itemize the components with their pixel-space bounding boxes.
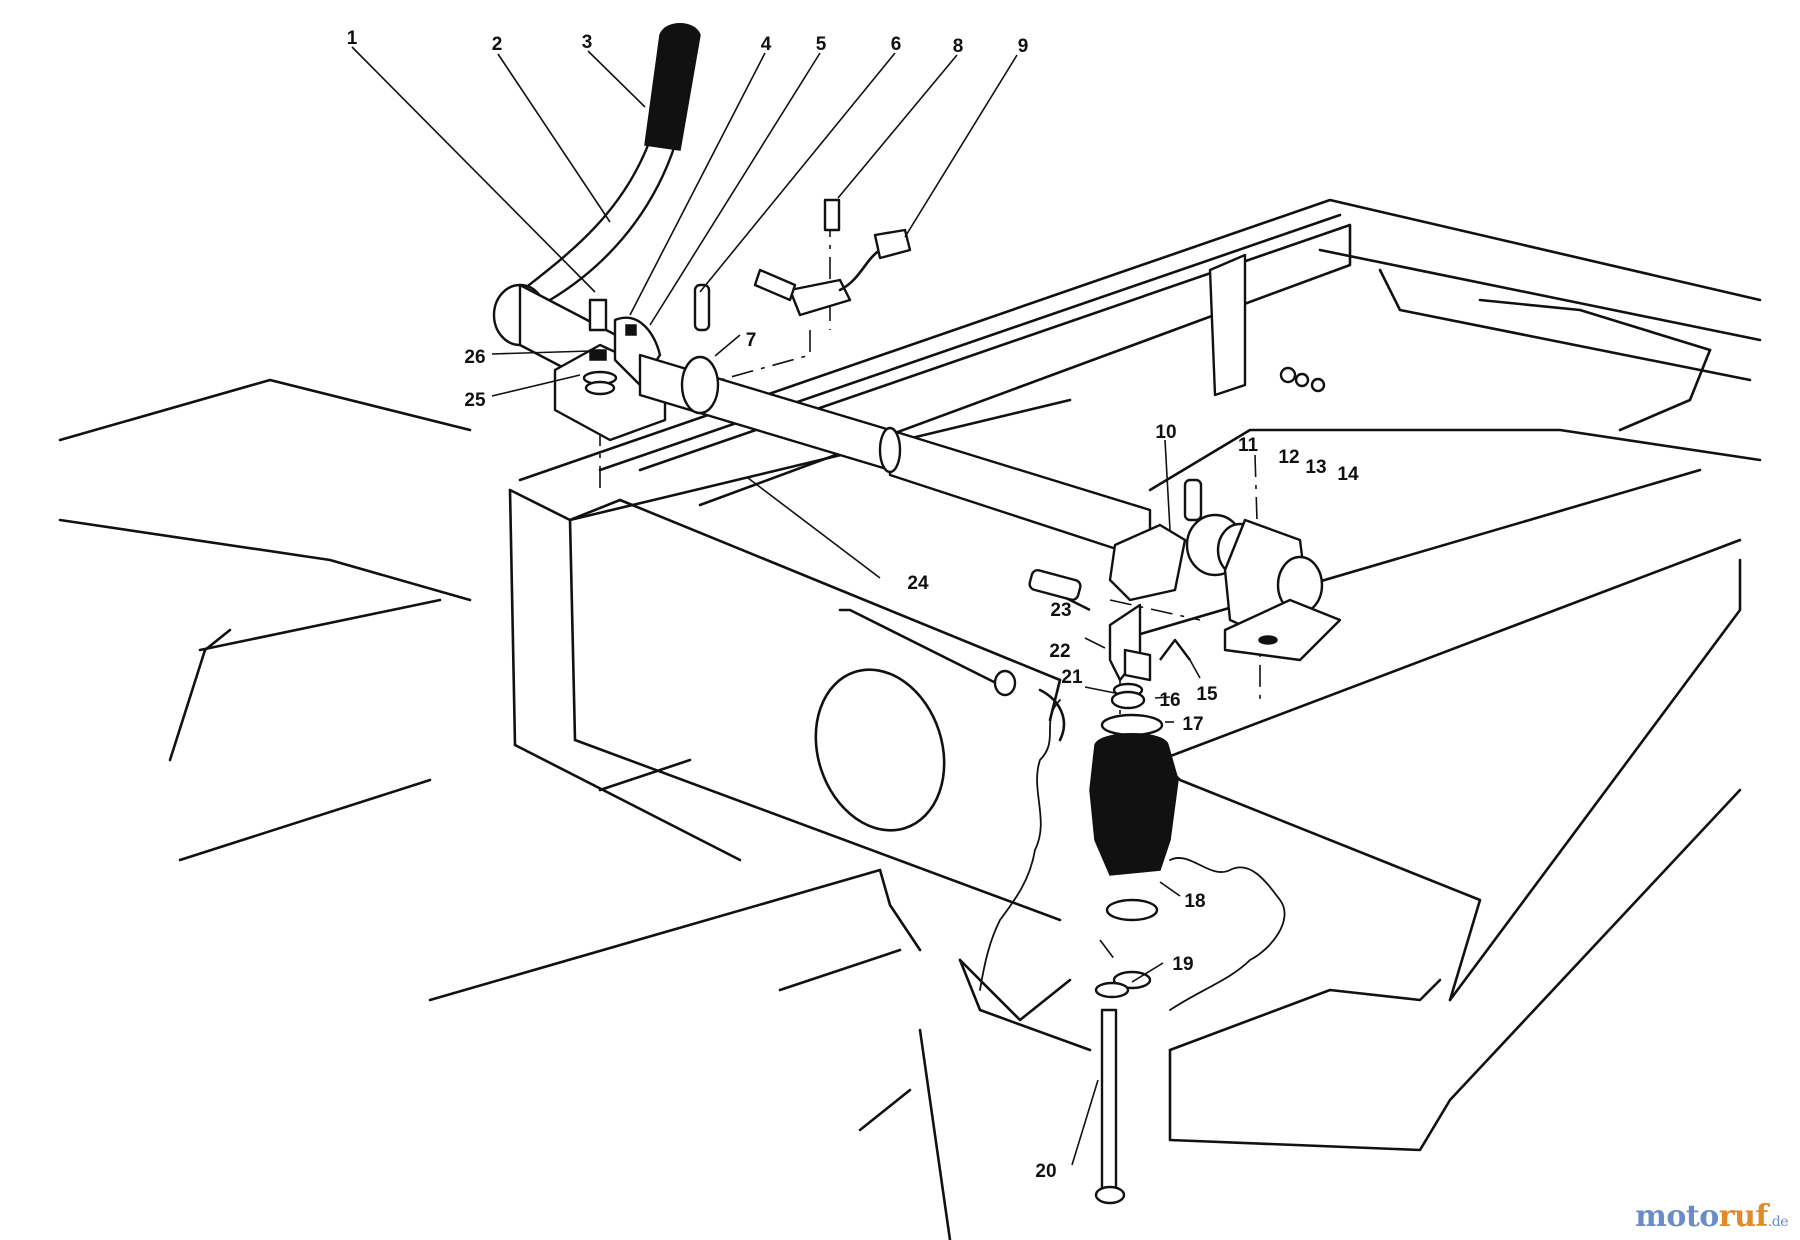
callout-18: 18 [1184, 891, 1205, 912]
callout-8: 8 [953, 36, 964, 57]
callout-26: 26 [464, 347, 485, 368]
callout-10: 10 [1155, 422, 1176, 443]
callout-22: 22 [1049, 641, 1070, 662]
rear-bracket [1208, 253, 1326, 397]
callout-19: 19 [1172, 954, 1193, 975]
motoruf-watermark: motoruf.de [1635, 1199, 1788, 1234]
callout-4: 4 [761, 34, 772, 55]
leader-lines [351, 46, 1201, 1166]
callout-1: 1 [347, 28, 358, 49]
callout-16: 16 [1159, 690, 1180, 711]
switch-assembly [753, 198, 912, 317]
rear-pivot [1108, 478, 1342, 662]
callout-20: 20 [1035, 1161, 1056, 1182]
callout-24: 24 [907, 573, 929, 594]
callout-9: 9 [1018, 36, 1029, 57]
callout-23: 23 [1050, 600, 1071, 621]
callout-labels: 1 2 3 4 5 6 7 8 9 10 11 12 13 14 15 16 1… [347, 28, 1359, 1182]
main-shaft [638, 353, 1152, 562]
callout-6: 6 [891, 34, 902, 55]
roll-pin-6 [693, 283, 711, 332]
callout-2: 2 [492, 34, 503, 55]
callout-17: 17 [1182, 714, 1203, 735]
callout-25: 25 [464, 390, 486, 411]
callout-12: 12 [1278, 447, 1299, 468]
callout-15: 15 [1196, 684, 1218, 705]
callout-7: 7 [746, 330, 757, 351]
bolt-assembly [1094, 981, 1130, 1205]
spring-assembly [1089, 713, 1179, 990]
callout-3: 3 [582, 32, 593, 53]
clevis-assembly [1028, 569, 1191, 710]
callout-13: 13 [1305, 457, 1326, 478]
mower-deck-frame [58, 198, 1762, 1240]
callout-21: 21 [1061, 667, 1083, 688]
callout-5: 5 [816, 34, 827, 55]
callout-11: 11 [1238, 435, 1259, 456]
callout-14: 14 [1337, 464, 1359, 485]
